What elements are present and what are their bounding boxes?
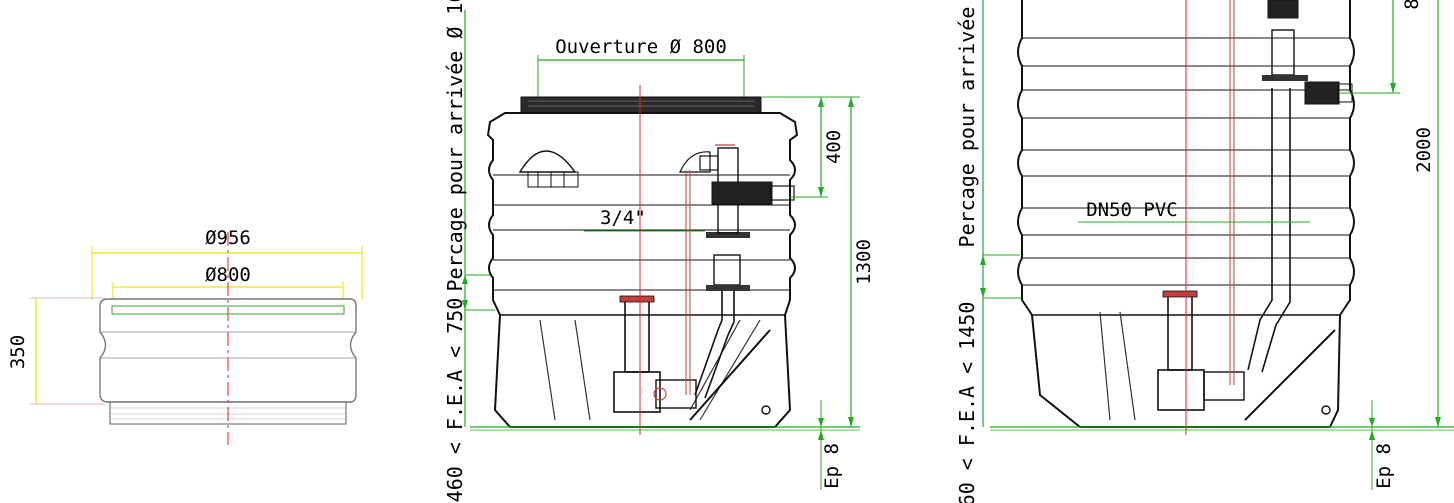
large-fea-range: 460 < F.E.A < 1450 — [955, 302, 979, 503]
dim-1300-label: 1300 — [853, 239, 875, 285]
small-station-drawing: Percage pour arrivée Ø 160 Ouverture Ø 8… — [443, 0, 875, 502]
riser-height-label: 350 — [7, 335, 29, 369]
dim-2000-label: 2000 — [1413, 127, 1435, 173]
float-switch — [518, 150, 577, 173]
opening-label: Ouverture Ø 800 — [555, 36, 727, 58]
large-drill-note: Percage pour arrivée Ø — [955, 0, 979, 247]
riser-drawing: Ø956 Ø800 350 — [7, 227, 363, 445]
small-thickness-label: Ep 8 — [821, 443, 843, 489]
riser-outer-diameter: Ø956 — [205, 227, 251, 249]
small-tank-body — [486, 112, 799, 428]
dim-400-label: 400 — [823, 130, 845, 164]
small-fea-range: 460 < F.E.A < 750 — [443, 298, 467, 503]
large-pump — [1167, 294, 1193, 371]
riser-inner-diameter: Ø800 — [205, 264, 251, 286]
small-pump — [624, 299, 650, 373]
small-drill-note: Percage pour arrivée Ø 160 — [443, 0, 467, 292]
large-thickness-label: Ep 8 — [1373, 443, 1395, 489]
pipe-size-label: 3/4" — [600, 207, 646, 229]
large-station-drawing: Percage pour arrivée Ø 460 < F.E.A < 145… — [955, 0, 1454, 503]
dn50-label: DN50 PVC — [1086, 199, 1178, 221]
dim-top-partial-label: 8 — [1401, 0, 1423, 10]
small-lid — [520, 96, 762, 114]
